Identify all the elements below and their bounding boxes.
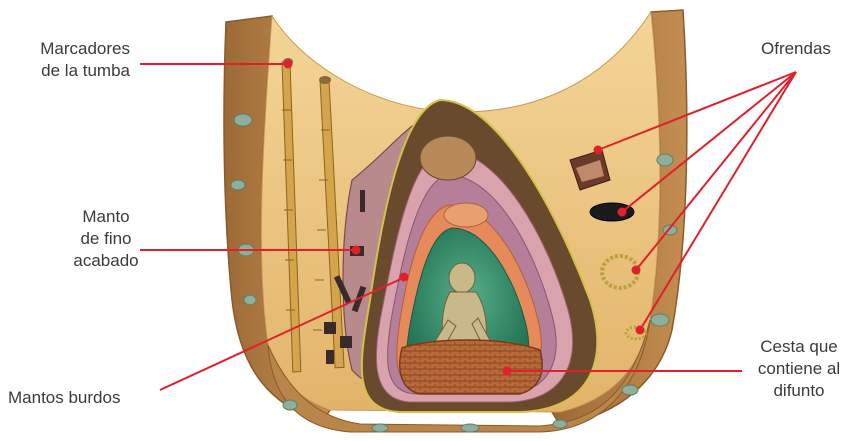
label-basket-line1: Cesta que <box>745 336 853 358</box>
bundle-top-head <box>420 136 476 180</box>
basket <box>400 340 542 394</box>
label-basket: Cesta que contiene al difunto <box>745 336 853 402</box>
label-grave-markers: Marcadores de la tumba <box>8 38 130 82</box>
label-basket-line2: contiene al <box>745 358 853 380</box>
label-coarse-mantles-line1: Mantos burdos <box>8 387 120 409</box>
label-offerings-line1: Ofrendas <box>761 38 831 60</box>
label-coarse-mantles: Mantos burdos <box>8 387 120 409</box>
label-fine-mantle-line1: Manto <box>66 206 146 228</box>
offering-black-bowl <box>590 203 634 221</box>
label-fine-mantle-line3: acabado <box>66 250 146 272</box>
label-fine-mantle: Manto de fino acabado <box>66 206 146 272</box>
label-basket-line3: difunto <box>745 380 853 402</box>
label-offerings: Ofrendas <box>761 38 831 60</box>
label-grave-markers-line2: de la tumba <box>8 60 130 82</box>
label-grave-markers-line1: Marcadores <box>8 38 130 60</box>
bundle-orange-cap <box>444 203 488 227</box>
label-fine-mantle-line2: de fino <box>66 228 146 250</box>
